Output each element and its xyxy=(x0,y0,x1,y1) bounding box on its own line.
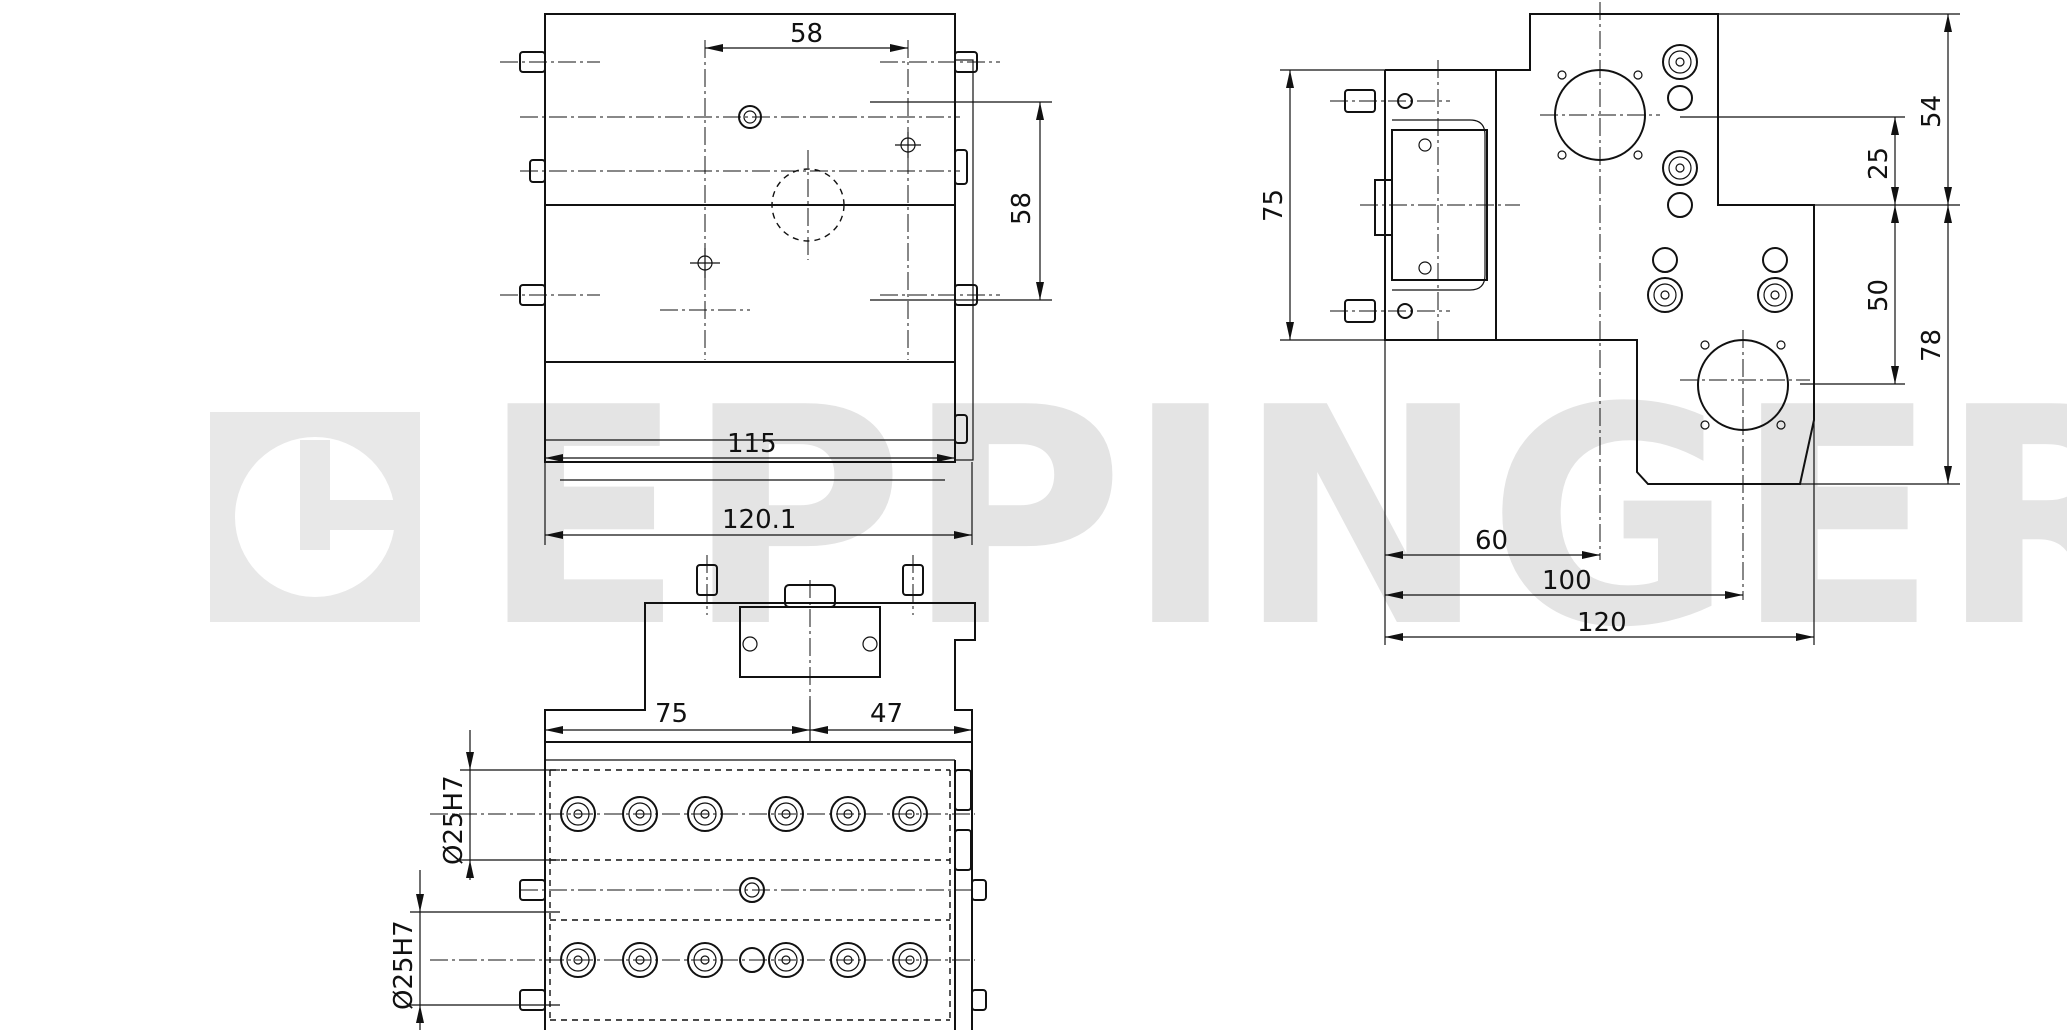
dim-25: 25 xyxy=(1864,147,1894,180)
front-view: 75 47 Ø25H7 Ø25H7 xyxy=(389,555,987,1030)
dim-120: 120 xyxy=(1577,608,1627,638)
dim-47-front: 47 xyxy=(870,699,903,729)
dim-60: 60 xyxy=(1475,526,1508,556)
dim-top-58: 58 xyxy=(790,19,823,49)
dim-100: 100 xyxy=(1542,566,1592,596)
brand-watermark: EPPINGER xyxy=(210,344,2067,693)
dim-78: 78 xyxy=(1917,329,1947,362)
brand-watermark-text: EPPINGER xyxy=(480,344,2067,693)
dim-bore-lower: Ø25H7 xyxy=(389,920,419,1010)
top-view: 58 58 115 120.1 xyxy=(500,13,1052,545)
dim-54: 54 xyxy=(1917,95,1947,128)
dim-115: 115 xyxy=(727,429,777,459)
dim-50: 50 xyxy=(1864,279,1894,312)
side-view: 75 54 25 50 78 60 xyxy=(1259,2,1960,645)
dim-120-1: 120.1 xyxy=(722,505,796,535)
dim-75-side: 75 xyxy=(1259,189,1289,222)
dim-right-58: 58 xyxy=(1007,192,1037,225)
dim-bore-upper: Ø25H7 xyxy=(439,775,469,865)
dim-75-front: 75 xyxy=(655,699,688,729)
